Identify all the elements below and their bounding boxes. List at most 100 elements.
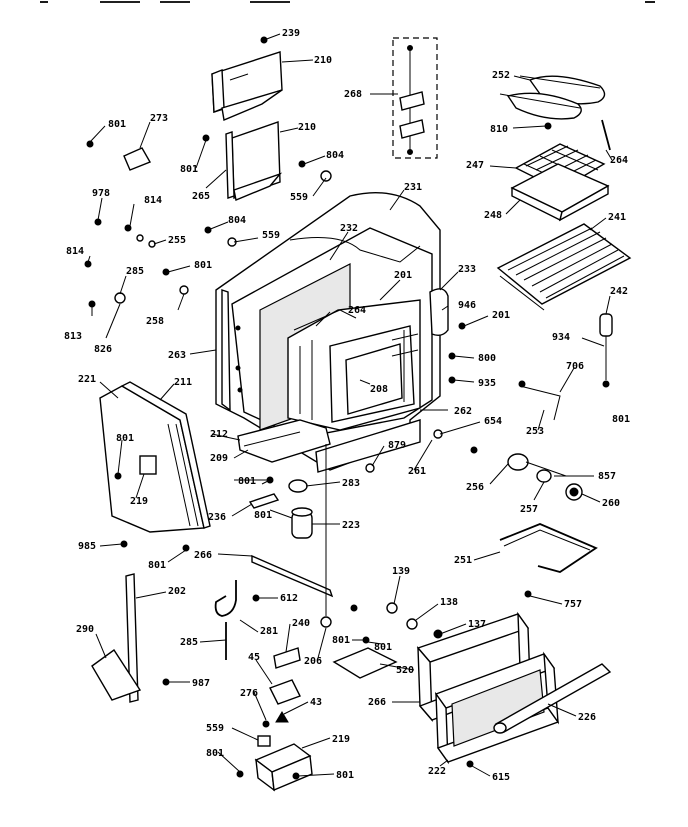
part-label: 252 [492,70,510,81]
rotisserie-spit-box [392,37,438,159]
pin-264 [601,119,611,151]
part-label: 219 [332,734,350,745]
bracket-240 [273,647,301,669]
hook-281 [214,580,237,617]
grommet-206 [320,444,332,628]
part-label: 201 [394,270,412,281]
part-label: 236 [208,512,226,523]
terminal-43 [275,711,289,723]
part-label: 273 [150,113,168,124]
part-label: 857 [598,471,616,482]
knob-257 [536,469,552,483]
switch-256 [507,453,567,477]
element-264 [293,309,357,331]
part-label: 138 [440,597,458,608]
part-label: 251 [454,555,472,566]
part-label: 801 [108,119,126,130]
plate-520 [332,647,398,679]
part-label: 242 [610,286,628,297]
part-label: 247 [466,160,484,171]
part-label: 139 [392,566,410,577]
part-label: 934 [552,332,570,343]
part-label: 826 [94,344,112,355]
oven-liner [287,299,421,431]
heating-element-251 [499,523,598,573]
part-label: 219 [130,496,148,507]
part-label: 137 [468,619,486,630]
part-label: 261 [408,466,426,477]
strip-202 [125,573,139,703]
part-label: 281 [260,626,278,637]
part-label: 804 [228,215,246,226]
part-label: 212 [210,429,228,440]
part-label: 801 [116,433,134,444]
part-label: 814 [66,246,84,257]
part-label: 987 [192,678,210,689]
part-label: 559 [262,230,280,241]
part-label: 985 [78,541,96,552]
part-label: 800 [478,353,496,364]
part-label: 260 [602,498,620,509]
part-label: 283 [342,478,360,489]
part-label: 757 [564,599,582,610]
side-strip-233 [429,288,449,337]
part-label: 801 [254,510,272,521]
probe-253 [518,380,561,421]
part-label: 265 [192,191,210,202]
part-labels: 239 210 268 252 801 273 210 810 801 804 … [64,28,630,783]
part-label: 266 [368,697,386,708]
part-label: 263 [168,350,186,361]
part-label: 290 [76,624,94,635]
part-label: 43 [310,697,322,708]
leader-lines [87,33,613,777]
knob-260 [565,483,583,501]
part-label: 801 [194,260,212,271]
door-handle-226 [493,663,612,734]
part-label: 232 [340,223,358,234]
cap-283 [288,479,308,493]
part-label: 978 [92,188,110,199]
part-label: 233 [458,264,476,275]
part-label: 258 [146,316,164,327]
broiler-pan-248 [510,163,610,222]
bottom-trim-209 [237,419,331,463]
part-label: 804 [326,150,344,161]
shield-290 [91,648,142,701]
part-label: 210 [298,122,316,133]
part-label: 201 [492,310,510,321]
sensor-223 [291,507,313,539]
part-label: 262 [454,406,472,417]
part-label: 240 [292,618,310,629]
part-label: 248 [484,210,502,221]
part-label: 253 [526,426,544,437]
part-label: 202 [168,586,186,597]
part-label: 706 [566,361,584,372]
part-label: 801 [332,635,350,646]
part-label: 615 [492,772,510,783]
part-label: 241 [608,212,626,223]
part-label: 257 [520,504,538,515]
part-label: 256 [466,482,484,493]
small-bracket-273 [123,147,152,171]
part-label: 801 [206,748,224,759]
part-label: 221 [78,374,96,385]
part-label: 612 [280,593,298,604]
part-label: 209 [210,453,228,464]
back-panel-lower [225,121,283,201]
part-label: 801 [374,642,392,653]
part-label: 814 [144,195,162,206]
part-label: 559 [206,723,224,734]
part-label: 206 [304,656,322,667]
part-label: 801 [148,560,166,571]
part-label: 285 [126,266,144,277]
part-label: 208 [370,384,388,395]
part-label: 210 [314,55,332,66]
part-label: 520 [396,665,414,676]
part-label: 935 [478,378,496,389]
part-label: 222 [428,766,446,777]
part-label: 276 [240,688,258,699]
bracket-236 [248,493,280,509]
part-label: 801 [336,770,354,781]
part-label: 255 [168,235,186,246]
